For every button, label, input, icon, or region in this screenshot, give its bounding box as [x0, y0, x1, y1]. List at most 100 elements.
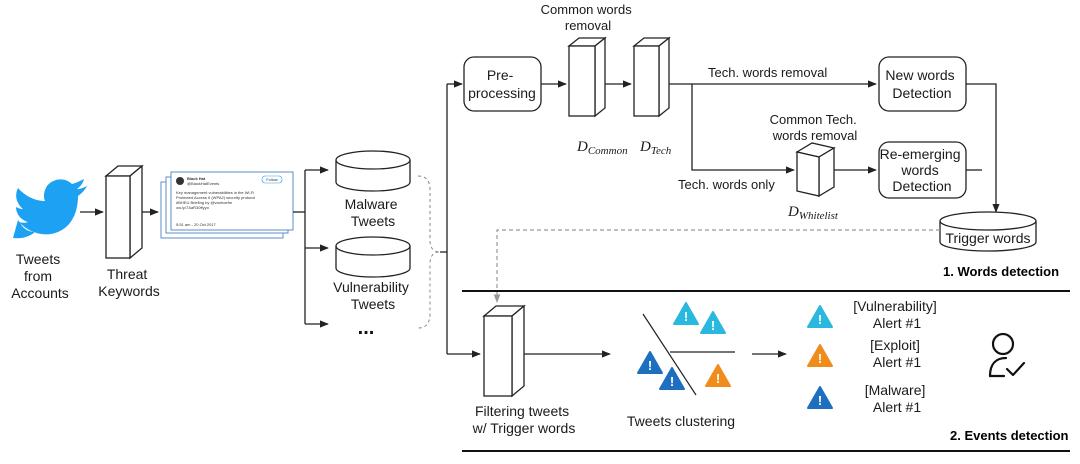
- threat-keywords-line: Threat: [107, 266, 148, 282]
- trigger-word-filter: [482, 304, 526, 398]
- whitelist-filter: [795, 142, 836, 198]
- vulnerability-tweets-line: Tweets: [351, 296, 395, 312]
- re-emerging-line: Re-emerging: [880, 146, 961, 162]
- tweet-line: ow.ly/7AaR30ffyyo: [176, 205, 210, 210]
- preprocessing-label: Pre- processing: [468, 67, 536, 101]
- svg-text:!: !: [711, 318, 715, 333]
- warning-triangle-icon: !: [807, 305, 833, 328]
- common-tech-removal-line: words removal: [772, 128, 858, 143]
- alert-exploit: ! [Exploit] Alert #1: [807, 337, 924, 370]
- d-whitelist-label: DWhitelist: [787, 204, 839, 222]
- new-words-detection-line: New words: [885, 67, 954, 83]
- tech-words-removal-label: Tech. words removal: [708, 65, 827, 80]
- alert-line: [Vulnerability]: [853, 298, 937, 314]
- tweet-avatar: [176, 177, 184, 185]
- alert-label: [Malware] Alert #1: [865, 382, 930, 415]
- tweets-clustering-label: Tweets clustering: [627, 413, 735, 429]
- vulnerability-tweets-label: Vulnerability Tweets: [333, 279, 413, 312]
- common-words-removal-line: removal: [565, 18, 611, 33]
- preprocessing-line: Pre-: [487, 67, 514, 83]
- alert-line: [Malware]: [865, 382, 926, 398]
- trigger-words-feedback-arrow: [493, 229, 940, 303]
- warning-triangle-icon: !: [637, 351, 663, 374]
- trigger-words-label: Trigger words: [945, 230, 1030, 246]
- alert-line: Alert #1: [873, 399, 921, 415]
- malware-tweets-line: Tweets: [351, 213, 395, 229]
- alert-malware: ! [Malware] Alert #1: [807, 382, 930, 415]
- threat-keyword-filter: [104, 164, 144, 260]
- arrow-new-words-to-trigger: [966, 83, 1000, 213]
- tweet-line: Key management vulnerabilities in the Wi…: [176, 190, 254, 195]
- common-tech-removal-line: Common Tech.: [770, 112, 857, 127]
- tweet-line: #BHEU Briefing by @vanhoefm: [176, 200, 233, 205]
- trigger-words-database: [939, 211, 1037, 252]
- analyst-check-icon: [988, 332, 1026, 378]
- svg-text:!: !: [716, 371, 720, 386]
- cluster-separators: [642, 313, 735, 396]
- threat-keywords-label: Threat Keywords: [98, 266, 159, 299]
- re-emerging-line: Detection: [892, 178, 951, 194]
- tech-words-filter: [632, 36, 671, 118]
- new-words-detection-label: New words Detection: [885, 67, 958, 101]
- alert-label: [Vulnerability] Alert #1: [853, 298, 940, 331]
- re-emerging-label: Re-emerging words Detection: [880, 146, 965, 194]
- alert-line: Alert #1: [873, 315, 921, 331]
- tech-words-only-label: Tech. words only: [678, 177, 775, 192]
- svg-text:!: !: [684, 309, 688, 324]
- tweets-from-accounts-line: Accounts: [11, 285, 69, 301]
- tweet-footer: 5:51 am - 20 Oct 2017: [176, 222, 217, 227]
- main-split-arrows: [446, 80, 481, 358]
- tweet-follow-button: [261, 175, 283, 184]
- malware-tweets-label: Malware Tweets: [345, 196, 402, 229]
- events-detection-title: 2. Events detection: [950, 428, 1069, 443]
- words-detection-title: 1. Words detection: [943, 264, 1059, 279]
- warning-triangle-icon: !: [700, 311, 726, 334]
- preprocessing-line: processing: [468, 85, 536, 101]
- arrow-tech-only-branch: [691, 84, 795, 174]
- alert-label: [Exploit] Alert #1: [870, 337, 924, 370]
- svg-text:!: !: [818, 351, 822, 366]
- tweet-handle: @BlackHatEvents: [187, 181, 219, 186]
- svg-text:!: !: [818, 393, 822, 408]
- new-words-detection-box: [878, 56, 967, 112]
- preprocessing-box: [463, 56, 542, 112]
- common-words-removal-label: Common words removal: [541, 2, 636, 33]
- d-tech-label: DTech: [639, 139, 672, 157]
- warning-triangle-icon: !: [705, 364, 731, 387]
- twitter-bird-icon: [13, 179, 87, 239]
- grouping-brace: [417, 175, 441, 329]
- svg-text:!: !: [648, 358, 652, 373]
- malware-tweets-database: [335, 150, 411, 192]
- tweet-follow-label: Follow: [266, 177, 278, 182]
- warning-triangle-icon: !: [673, 302, 699, 325]
- common-tech-removal-label: Common Tech. words removal: [770, 112, 861, 143]
- warning-triangle-icon: !: [807, 344, 833, 367]
- alert-vulnerability: ! [Vulnerability] Alert #1: [807, 298, 940, 331]
- filtering-tweets-label: Filtering tweets w/ Trigger words: [472, 403, 576, 436]
- d-common-label: DCommon: [576, 139, 628, 157]
- re-emerging-line: words: [900, 162, 938, 178]
- tweets-from-accounts-line: Tweets: [16, 251, 60, 267]
- category-branch-arrows: [304, 166, 329, 328]
- svg-text:!: !: [670, 374, 674, 389]
- tweets-from-accounts-label: Tweets from Accounts: [11, 251, 69, 301]
- alert-line: Alert #1: [873, 354, 921, 370]
- threat-keywords-line: Keywords: [98, 283, 159, 299]
- svg-text:!: !: [818, 312, 822, 327]
- common-words-removal-line: Common words: [541, 2, 633, 17]
- malware-tweets-line: Malware: [345, 196, 398, 212]
- filtering-tweets-line: w/ Trigger words: [472, 420, 576, 436]
- new-words-detection-line: Detection: [892, 85, 951, 101]
- more-categories: ...: [358, 317, 375, 339]
- common-words-filter: [567, 36, 607, 118]
- tweets-from-accounts-line: from: [24, 268, 52, 284]
- vulnerability-tweets-line: Vulnerability: [333, 279, 409, 295]
- tweet-card-stack: Black Hat @BlackHatEvents Follow Key man…: [160, 171, 294, 239]
- filtering-tweets-line: Filtering tweets: [475, 403, 569, 419]
- warning-triangle-icon: !: [659, 367, 685, 390]
- warning-triangle-icon: !: [807, 386, 833, 409]
- tweet-line: Protected Access II (WPA2) security prot…: [176, 195, 255, 200]
- vulnerability-tweets-database: [335, 236, 411, 278]
- alert-line: [Exploit]: [870, 337, 920, 353]
